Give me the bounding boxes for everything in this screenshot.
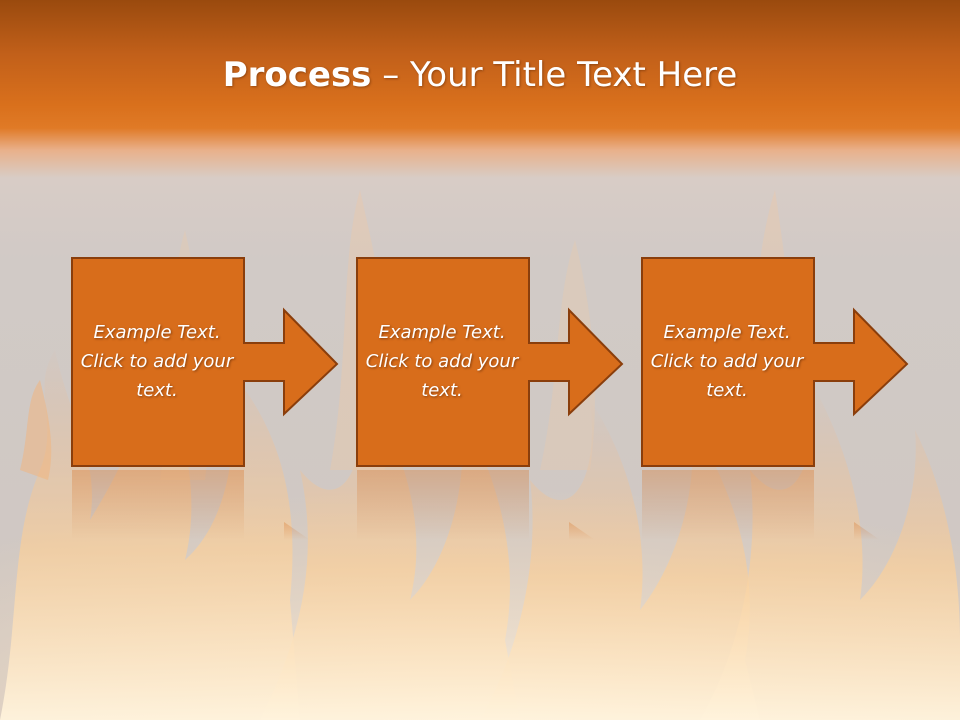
slide-title[interactable]: Process – Your Title Text Here <box>0 52 960 98</box>
step-arrow-shape <box>356 257 624 467</box>
step-text: Example Text. Click to add your text. <box>365 321 519 401</box>
step-text: Example Text. Click to add your text. <box>80 321 234 401</box>
title-rest: – Your Title Text Here <box>371 55 738 95</box>
step-reflection <box>357 470 595 540</box>
step-arrow-shape <box>641 257 909 467</box>
step-text: Example Text. Click to add your text. <box>650 321 804 401</box>
process-step-2[interactable]: Example Text. Click to add your text. <box>355 256 625 468</box>
step-reflection <box>642 470 880 540</box>
step-arrow-shape <box>71 257 339 467</box>
process-step-3[interactable]: Example Text. Click to add your text. <box>640 256 910 468</box>
process-step-1[interactable]: Example Text. Click to add your text. <box>70 256 340 468</box>
step-reflection <box>72 470 310 540</box>
title-bold: Process <box>222 55 372 95</box>
